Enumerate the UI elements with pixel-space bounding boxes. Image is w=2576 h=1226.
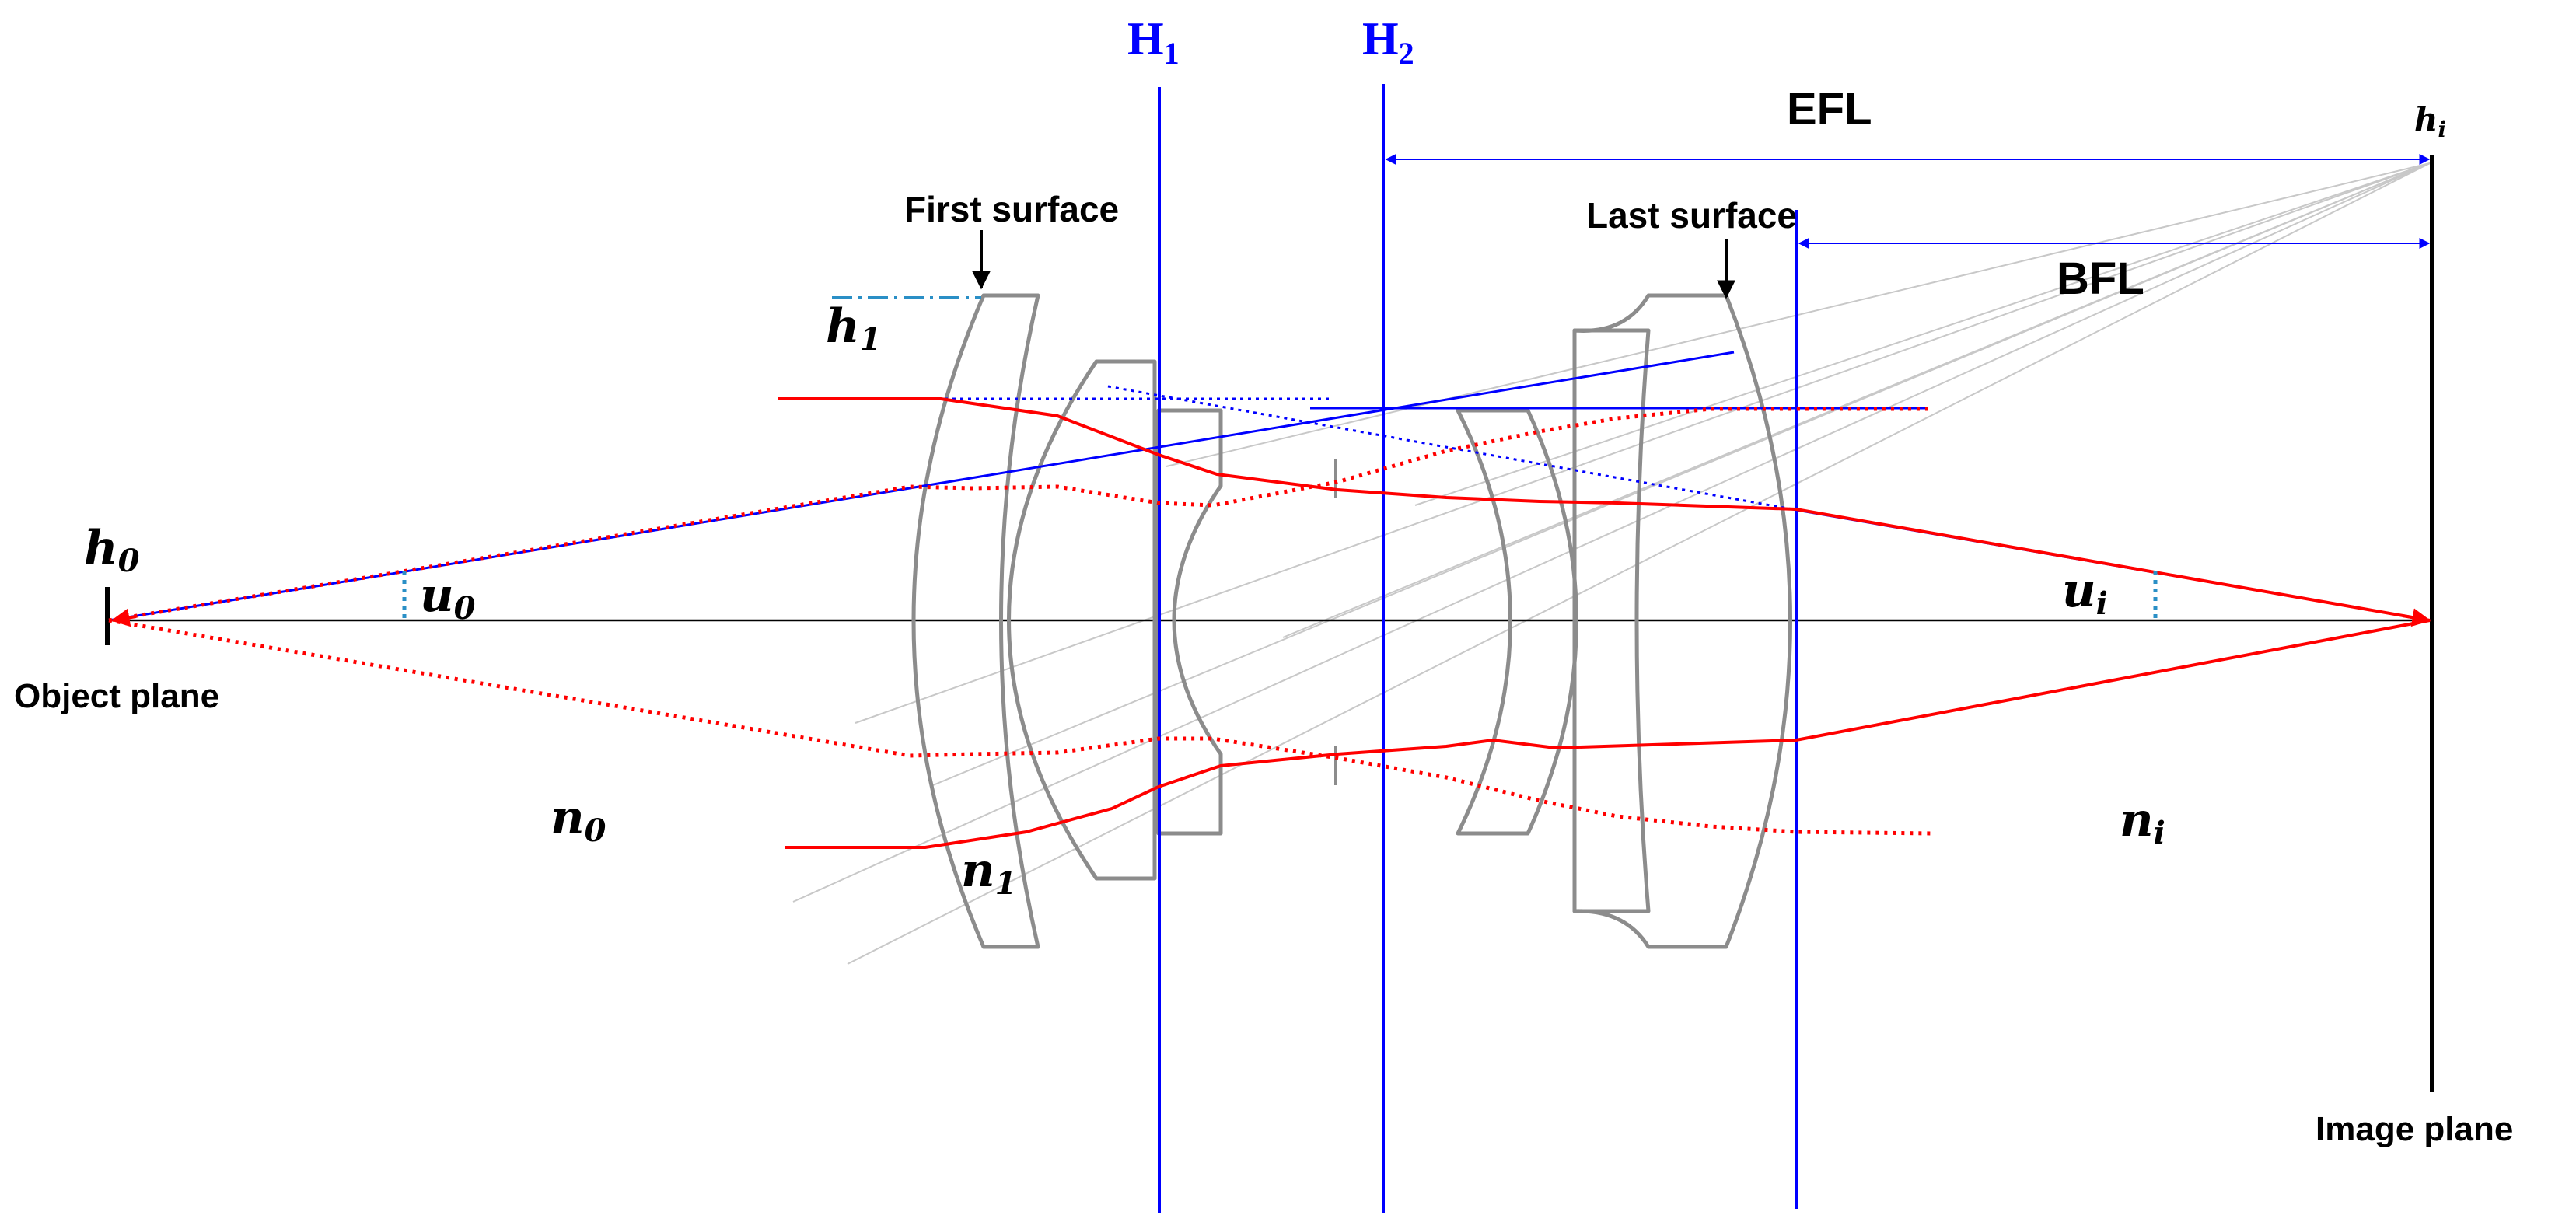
marginal-ray-lower-dotted xyxy=(108,618,1933,836)
object-plane-label: Object plane xyxy=(14,677,219,715)
lens-element-1 xyxy=(911,293,1040,949)
bfl-label: BFL xyxy=(2057,253,2144,304)
u0-label: u0 xyxy=(420,568,476,627)
field-rays xyxy=(792,162,2431,965)
last-surface-label: Last surface xyxy=(1586,195,1797,236)
lens-element-3 xyxy=(1156,408,1223,836)
marginal-ray-upper-dotted xyxy=(108,407,1932,623)
ni-label: ni xyxy=(2120,793,2165,851)
h1-plane-label: H1 xyxy=(1127,13,1180,71)
h2-plane-label: H2 xyxy=(1362,13,1414,71)
lens-element-6 xyxy=(1572,293,1792,949)
marginal-ray-upper-solid xyxy=(778,397,2431,622)
n1-label: n1 xyxy=(961,844,1016,902)
lens-elements xyxy=(911,293,1792,949)
efl-label: EFL xyxy=(1787,84,1872,134)
image-point-arrow xyxy=(2402,608,2431,627)
h0-label: h0 xyxy=(84,521,140,579)
image-plane-label: Image plane xyxy=(2316,1110,2513,1148)
lens-element-5 xyxy=(1572,328,1651,913)
ui-label: ui xyxy=(2062,564,2108,622)
lens-element-4 xyxy=(1456,408,1578,836)
lens-element-2 xyxy=(1007,359,1157,881)
n0-label: n0 xyxy=(551,791,606,849)
marginal-ray-lower-solid xyxy=(785,619,2431,849)
object-point-arrow xyxy=(110,608,137,627)
h1-label: h1 xyxy=(826,299,881,358)
marginal-rays xyxy=(108,397,2431,849)
hi-label: hi xyxy=(2414,100,2446,142)
first-surface-label: First surface xyxy=(904,189,1119,229)
